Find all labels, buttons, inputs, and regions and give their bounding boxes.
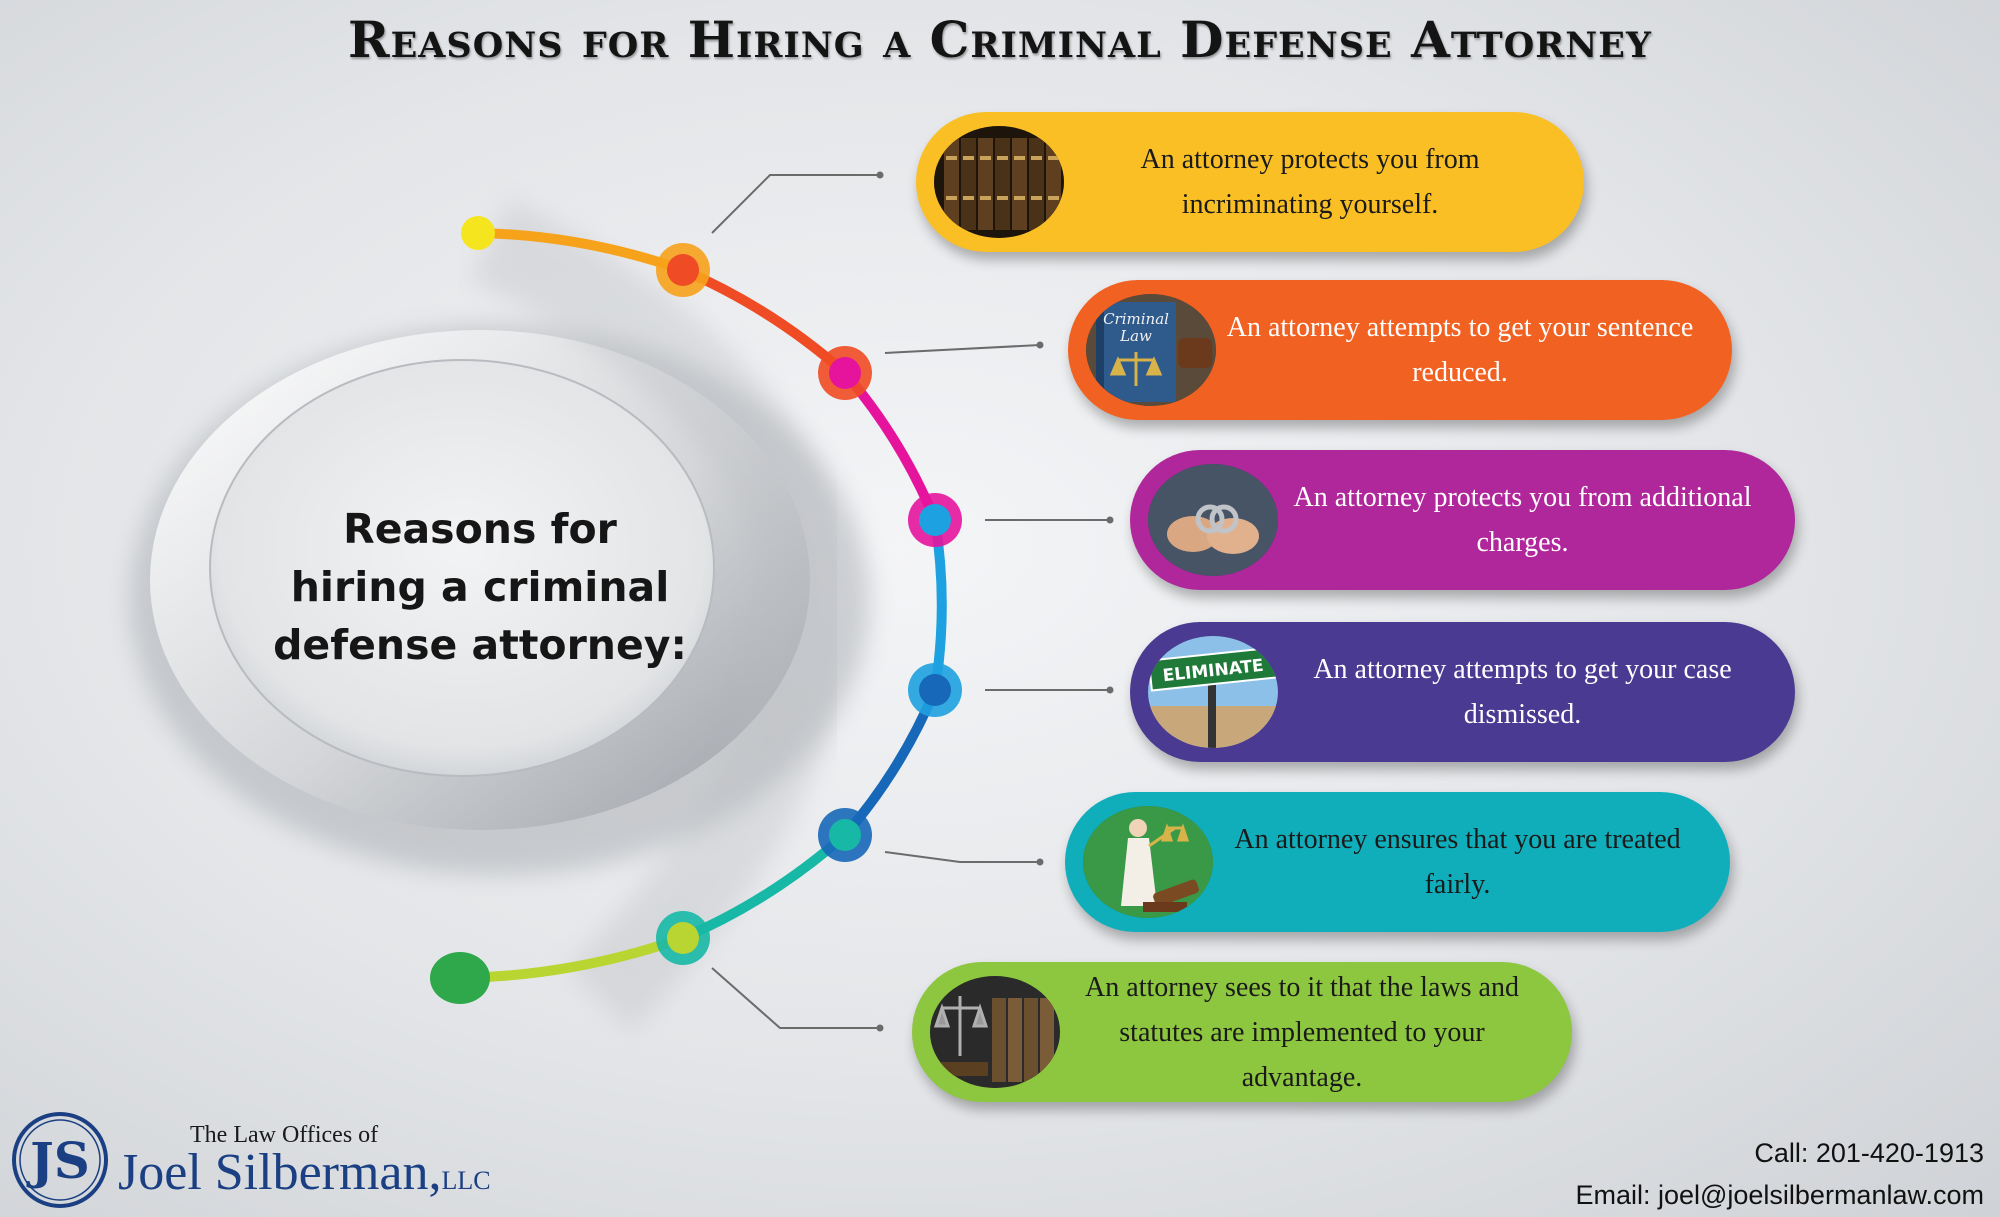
timeline-node (656, 911, 710, 965)
reason-text: An attorney attempts to get your sentenc… (1226, 312, 1694, 388)
connector-line (711, 174, 880, 234)
contact-block: Call: 201-420-1913 Email: joel@joelsilbe… (1575, 1132, 1984, 1216)
timeline-start-dot (461, 216, 495, 250)
reason-text: An attorney protects you from additional… (1293, 482, 1752, 558)
timeline-node (656, 243, 710, 297)
reason-pill: An attorney ensures that you are treated… (1065, 792, 1730, 932)
connector-line (884, 851, 1040, 863)
timeline-end-dot (430, 952, 490, 1004)
svg-text:Law: Law (1119, 327, 1152, 345)
criminal-law-book-image: Criminal Law (1086, 294, 1216, 406)
reason-pill: Criminal Law An attorney attempts to get… (1068, 280, 1732, 420)
reason-pill: ELIMINATE An attorney attempts to get you… (1130, 622, 1795, 762)
reason-pill: An attorney sees to it that the laws and… (912, 962, 1572, 1102)
reason-text: An attorney attempts to get your case di… (1313, 654, 1732, 730)
timeline-node (908, 663, 962, 717)
reason-text: An attorney protects you from incriminat… (1140, 144, 1480, 220)
js-logo-icon: JS (12, 1112, 108, 1208)
eliminate-street-sign-image: ELIMINATE (1148, 636, 1278, 748)
center-heading: Reasons for hiring a criminal defense at… (273, 505, 687, 669)
firm-prefix: The Law Offices of (190, 1122, 379, 1148)
timeline-node (908, 493, 962, 547)
connector-line (711, 967, 880, 1029)
phone-number[interactable]: Call: 201-420-1913 (1754, 1138, 1984, 1168)
timeline-node (818, 808, 872, 862)
arc-shadow (470, 199, 851, 1032)
lady-justice-image (1083, 806, 1213, 918)
reason-text: An attorney sees to it that the laws and… (1085, 971, 1519, 1093)
connector-lines (711, 171, 1114, 1032)
center-disc (209, 359, 715, 777)
svg-text:Criminal: Criminal (1103, 310, 1169, 328)
email-address[interactable]: Email: joel@joelsilbermanlaw.com (1575, 1180, 1984, 1210)
firm-name: Joel Silberman,LLC (118, 1144, 491, 1201)
handcuffed-hands-image (1148, 464, 1278, 576)
connector-line (884, 344, 1041, 354)
law-books-image (934, 126, 1064, 238)
page-title: Reasons for Hiring a Criminal Defense At… (348, 10, 1652, 69)
logo-letters: JS (26, 1131, 90, 1190)
reason-pill: An attorney protects you from incriminat… (916, 112, 1584, 252)
reason-text: An attorney ensures that you are treated… (1234, 824, 1681, 900)
timeline-nodes (430, 216, 962, 1004)
reason-pill: An attorney protects you from additional… (1130, 450, 1795, 590)
firm-suffix: LLC (441, 1166, 491, 1195)
timeline-node (818, 346, 872, 400)
justice-books-image (930, 976, 1060, 1088)
